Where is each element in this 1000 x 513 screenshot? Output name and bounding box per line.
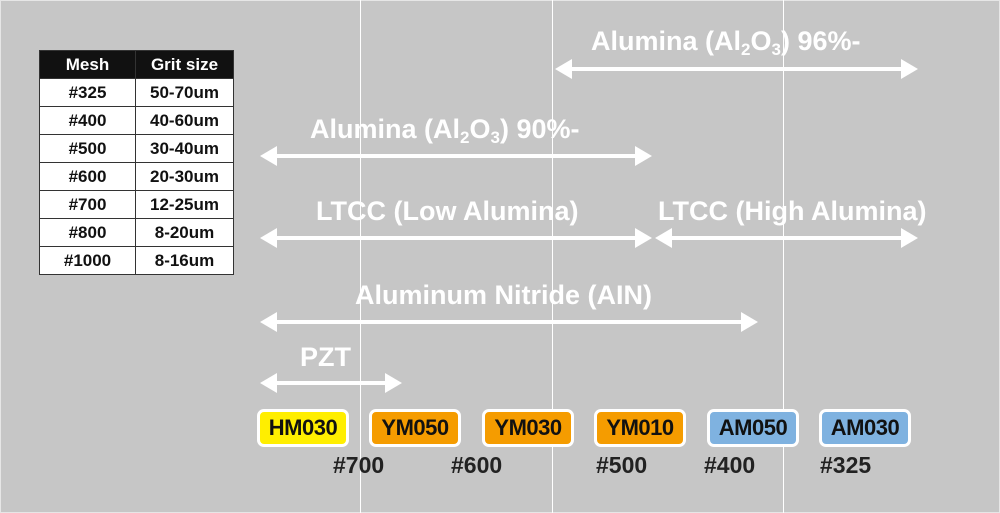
arrow-alumina-90 — [260, 146, 652, 166]
mesh-label: #500 — [596, 452, 648, 478]
badge-am050: AM050 — [707, 409, 799, 447]
grit-cell: 20-30um — [135, 162, 234, 191]
label-pzt: PZT — [300, 342, 351, 372]
grit-cell: 8-16um — [135, 246, 234, 275]
badge-am030: AM030 — [819, 409, 911, 447]
table-header: Mesh Grit size — [39, 50, 234, 79]
header-grit-size: Grit size — [135, 50, 234, 79]
mesh-cell: #800 — [39, 218, 136, 247]
label-aln: Aluminum Nitride (AIN) — [355, 280, 652, 310]
grit-cell: 30-40um — [135, 134, 234, 163]
mesh-label: #600 — [451, 452, 503, 478]
label-ltcc-high: LTCC (High Alumina) — [658, 196, 927, 226]
grit-cell: 12-25um — [135, 190, 234, 219]
label-alumina-96: Alumina (Al2O3) 96%- — [591, 26, 861, 59]
badge-ym010: YM010 — [594, 409, 686, 447]
arrow-pzt — [260, 373, 402, 393]
grid-line — [360, 0, 361, 513]
mesh-label: #400 — [704, 452, 756, 478]
arrow-ltcc-low — [260, 228, 652, 248]
badge-ym030: YM030 — [482, 409, 574, 447]
mesh-cell: #325 — [39, 78, 136, 107]
mesh-cell: #700 — [39, 190, 136, 219]
badge-ym050: YM050 — [369, 409, 461, 447]
arrow-aln — [260, 312, 758, 332]
label-ltcc-low: LTCC (Low Alumina) — [316, 196, 579, 226]
grit-cell: 50-70um — [135, 78, 234, 107]
badge-hm030: HM030 — [257, 409, 349, 447]
mesh-label: #700 — [333, 452, 385, 478]
grid-line — [783, 0, 784, 513]
mesh-label: #325 — [820, 452, 872, 478]
mesh-cell: #600 — [39, 162, 136, 191]
header-mesh: Mesh — [39, 50, 136, 79]
grid-line — [552, 0, 553, 513]
arrow-alumina-96 — [555, 59, 918, 79]
mesh-cell: #1000 — [39, 246, 136, 275]
grit-cell: 40-60um — [135, 106, 234, 135]
label-alumina-90: Alumina (Al2O3) 90%- — [310, 114, 580, 147]
mesh-cell: #400 — [39, 106, 136, 135]
arrow-ltcc-high — [655, 228, 918, 248]
